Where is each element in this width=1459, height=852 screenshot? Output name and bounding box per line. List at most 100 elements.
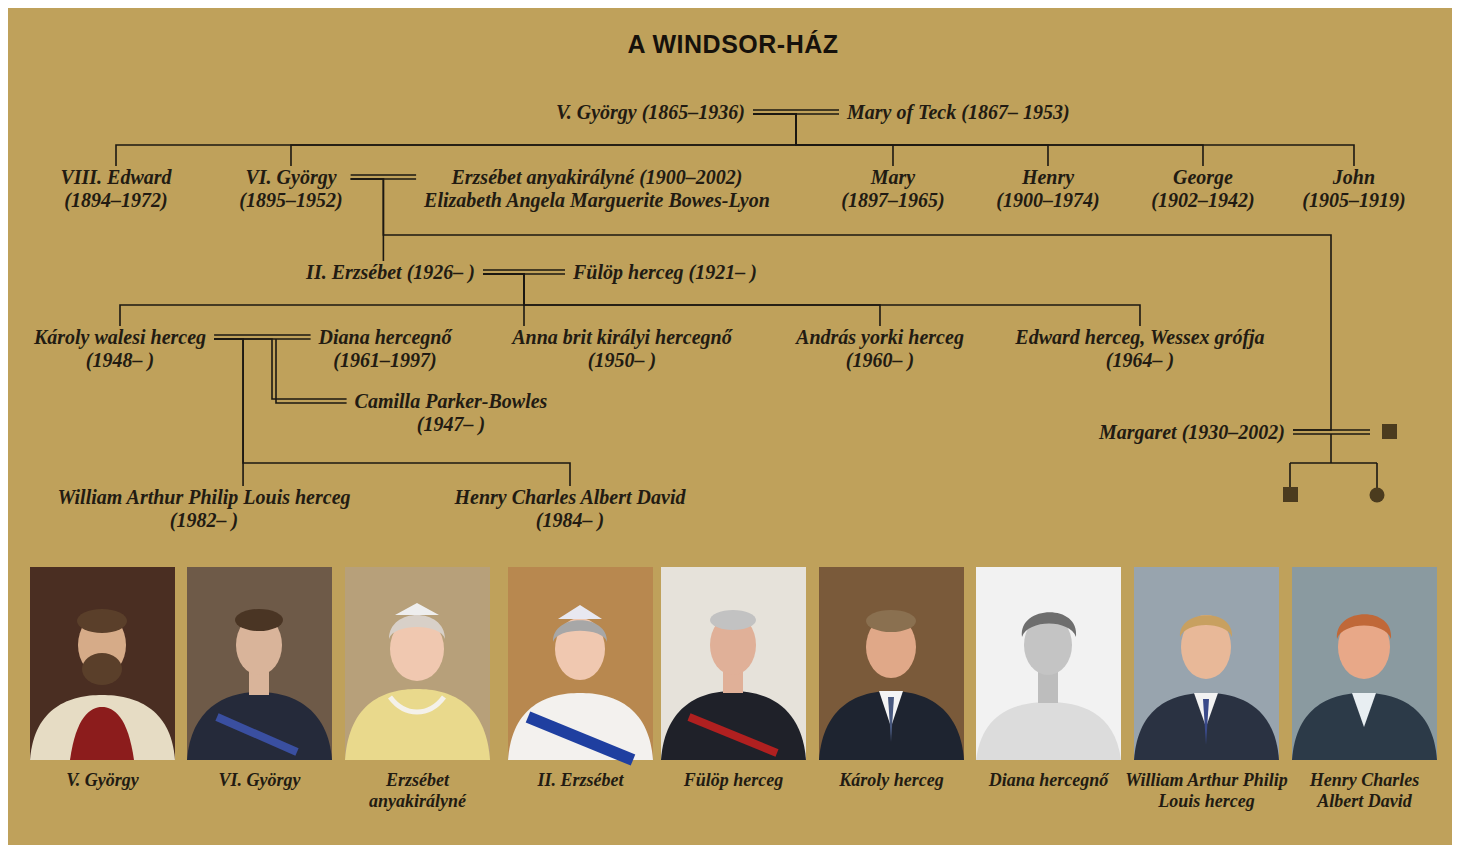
person-name: (1897–1965) [841,189,944,212]
portrait-card: William Arthur Philip Louis herceg [1119,567,1295,812]
portrait-card: Károly herceg [813,567,971,791]
portrait-photo [345,567,490,760]
descent-line [214,339,570,486]
photo-space [26,567,180,770]
photo-space [972,567,1126,770]
photo-space [657,567,811,770]
person-name: (1895–1952) [239,189,342,212]
person-node: Fülöp herceg (1921– ) [565,261,765,284]
descent-line [483,274,524,326]
person-name: II. Erzsébet (1926– ) [306,261,475,284]
portrait-caption: V. György [26,770,180,791]
person-name: (1900–1974) [996,189,1099,212]
portrait-card: Erzsébet anyakirályné [339,567,497,812]
descent-line [214,339,243,486]
person-name: Mary of Teck (1867– 1953) [847,101,1070,124]
portrait-caption: Henry Charles Albert David [1297,770,1433,812]
portrait-caption: II. Erzsébet [504,770,658,791]
photo-space [183,567,337,770]
person-node: II. Erzsébet (1926– ) [298,261,483,284]
person-node: VI. György(1895–1952) [231,166,350,212]
person-node: Károly walesi herceg(1948– ) [26,326,214,372]
person-node: VIII. Edward(1894–1972) [52,166,179,212]
person-name: Erzsébet anyakirályné (1900–2002) [424,166,770,189]
person-node: Henry(1900–1974) [988,166,1107,212]
person-name: Fülöp herceg (1921– ) [573,261,757,284]
portrait-caption: VI. György [183,770,337,791]
person-node: Camilla Parker-Bowles(1947– ) [347,390,556,436]
person-node: John(1905–1919) [1294,166,1413,212]
person-node: Henry Charles Albert David(1984– ) [447,486,694,532]
person-name: (1905–1919) [1302,189,1405,212]
descent-line [351,179,384,261]
portrait-photo [976,567,1121,760]
person-name: (1894–1972) [60,189,171,212]
portrait-card: V. György [24,567,182,791]
person-name: (1960– ) [796,349,964,372]
margaret-family-lines [1290,430,1377,488]
portrait-photo [508,567,653,760]
son-square [1283,487,1298,502]
portrait-photo [187,567,332,760]
person-name: Károly walesi herceg [34,326,206,349]
person-name: Henry Charles Albert David [455,486,686,509]
person-name: (1961–1997) [319,349,452,372]
portrait-photo [661,567,806,760]
person-name: Anna brit királyi hercegnő [512,326,731,349]
person-node: András yorki herceg(1960– ) [788,326,972,372]
portrait-caption: Erzsébet anyakirályné [341,770,495,812]
photo-space [815,567,969,770]
photo-space [341,567,495,770]
portrait-photo [1134,567,1279,760]
person-name: (1902–1942) [1151,189,1254,212]
portrait-caption: William Arthur Philip Louis herceg [1121,770,1293,812]
portrait-card: Henry Charles Albert David [1295,567,1435,812]
person-name: William Arthur Philip Louis herceg [57,486,350,509]
portrait-caption: Fülöp herceg [657,770,811,791]
person-name: (1948– ) [34,349,206,372]
portrait-photo [30,567,175,760]
person-name: Edward herceg, Wessex grófja [1015,326,1264,349]
person-name: (1950– ) [512,349,731,372]
person-node: Anna brit királyi hercegnő(1950– ) [504,326,739,372]
portrait-photo [819,567,964,760]
portrait-card: VI. György [181,567,339,791]
person-name: George [1151,166,1254,189]
person-name: VI. György [239,166,342,189]
gold-panel [8,8,1452,845]
person-node: Erzsébet anyakirályné (1900–2002)Elizabe… [416,166,778,212]
person-node: George(1902–1942) [1143,166,1262,212]
person-name: András yorki herceg [796,326,964,349]
marriage-line [214,339,346,403]
daughter-circle [1370,488,1385,503]
person-name: (1984– ) [455,509,686,532]
person-name: V. György (1865–1936) [556,101,745,124]
photo-space [1121,567,1293,770]
portrait-card: II. Erzsébet [502,567,660,791]
person-name: (1964– ) [1015,349,1264,372]
person-node: Diana hercegnő(1961–1997) [311,326,460,372]
person-name: Diana hercegnő [319,326,452,349]
person-node: Mary of Teck (1867– 1953) [839,101,1078,124]
photo-space [504,567,658,770]
person-name: (1947– ) [355,413,548,436]
person-node: Mary(1897–1965) [833,166,952,212]
portrait-photo [1292,567,1437,760]
portrait-card: Diana hercegnő [970,567,1128,791]
person-node: Edward herceg, Wessex grófja(1964– ) [1007,326,1272,372]
person-name: John [1302,166,1405,189]
person-node: William Arthur Philip Louis herceg(1982–… [49,486,358,532]
person-name: Mary [841,166,944,189]
person-name: VIII. Edward [60,166,171,189]
portrait-card: Fülöp herceg [655,567,813,791]
person-node: Margaret (1930–2002) [1091,421,1293,444]
portrait-caption: Diana hercegnő [972,770,1126,791]
portrait-caption: Károly herceg [815,770,969,791]
photo-space [1297,567,1433,770]
person-name: Henry [996,166,1099,189]
person-node: V. György (1865–1936) [548,101,753,124]
person-name: (1982– ) [57,509,350,532]
person-name: Camilla Parker-Bowles [355,390,548,413]
spouse-square [1382,424,1397,439]
